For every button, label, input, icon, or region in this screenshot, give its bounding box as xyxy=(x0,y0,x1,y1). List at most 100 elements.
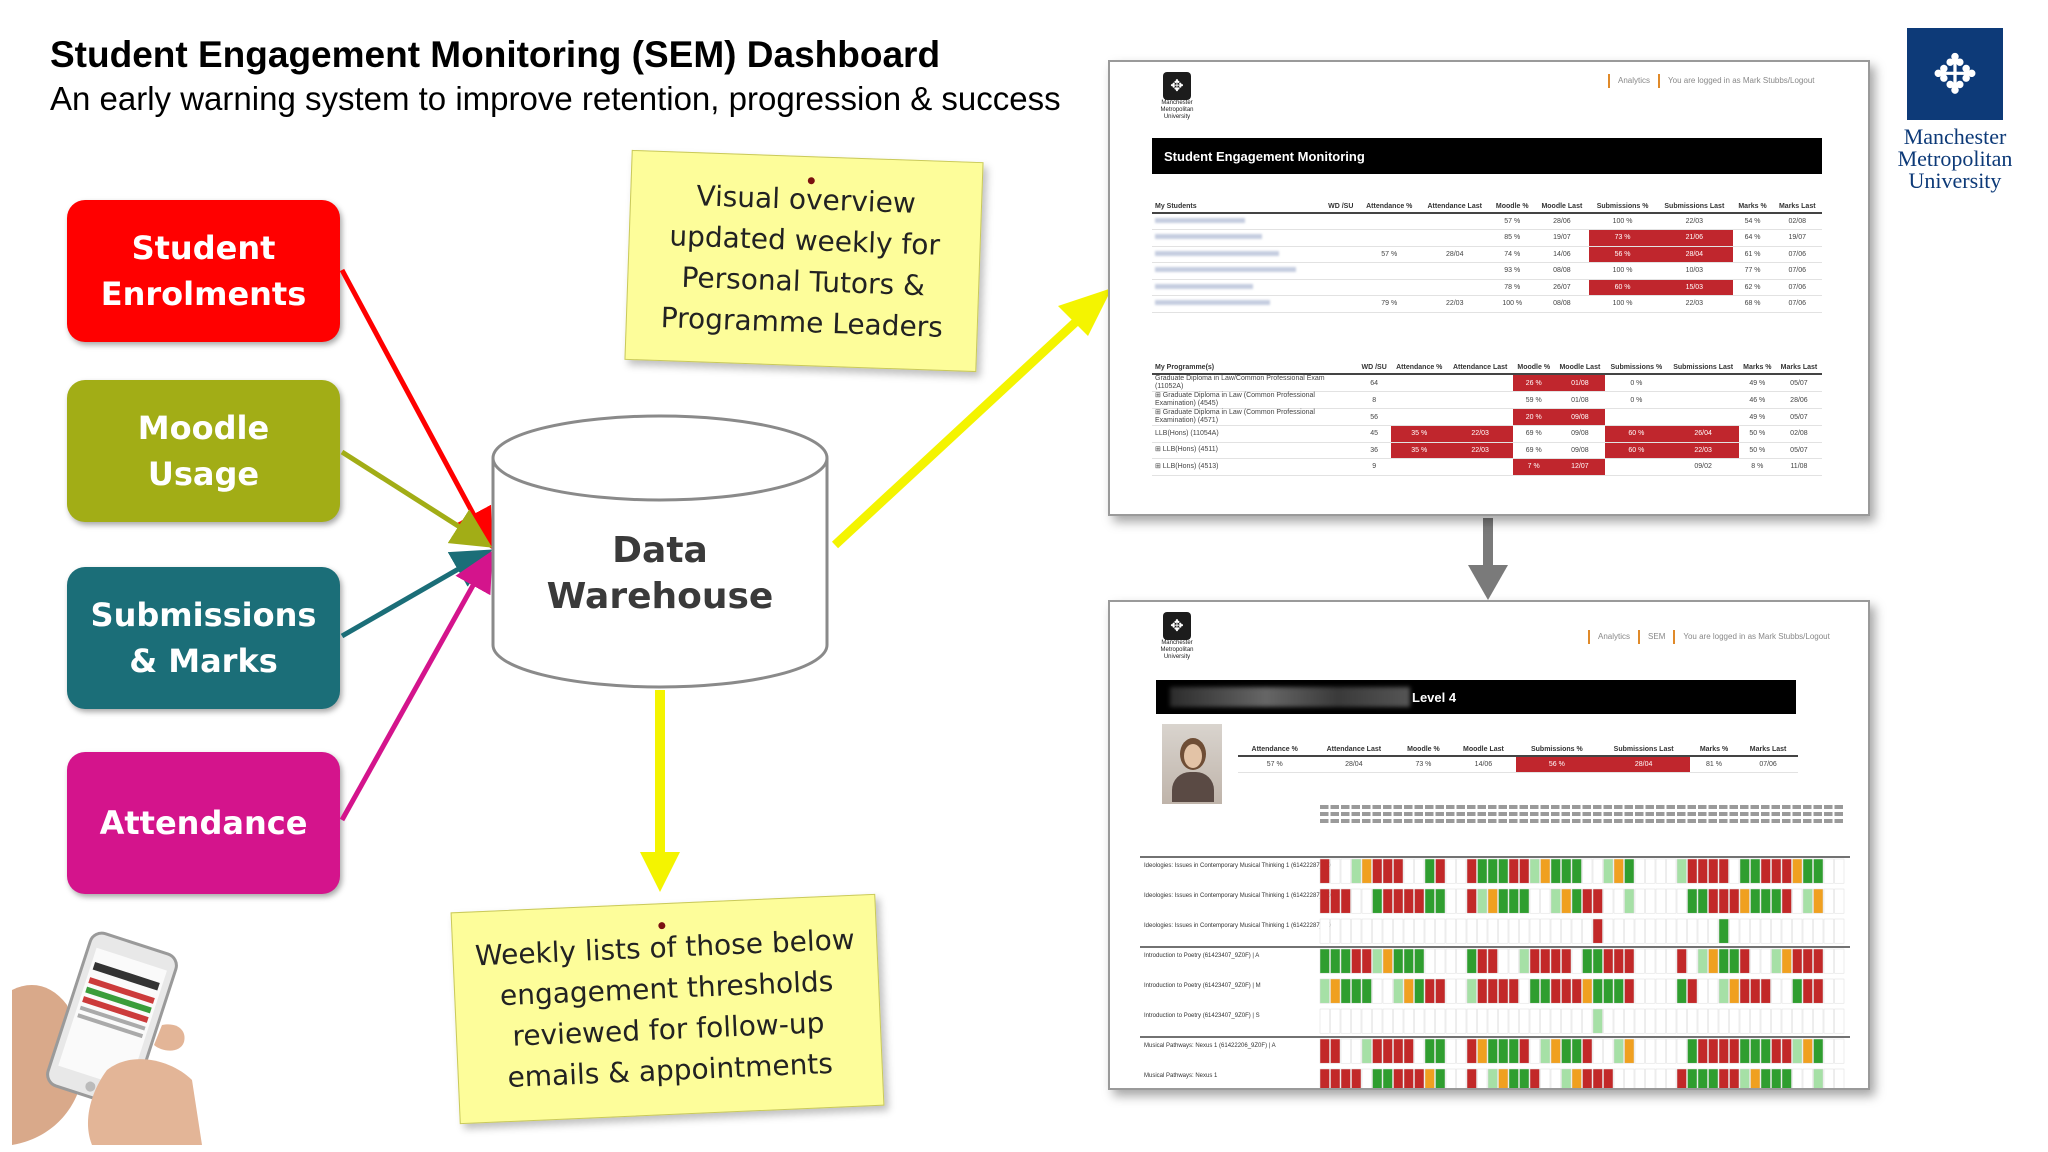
engagement-cell xyxy=(1456,1008,1467,1034)
mmu-crest-icon: ✥ xyxy=(1163,612,1191,640)
table-cell: ⊞ LLB(Hons) (4511) xyxy=(1152,442,1358,459)
engagement-cell xyxy=(1792,1008,1803,1034)
engagement-cell xyxy=(1603,978,1614,1004)
engagement-cell xyxy=(1340,1068,1351,1088)
engagement-cell xyxy=(1729,918,1740,944)
grid-header-mark xyxy=(1698,805,1707,809)
nav-sem-link[interactable]: SEM xyxy=(1648,632,1666,642)
table-cell: 26/04 xyxy=(1667,425,1739,443)
engagement-cell xyxy=(1382,978,1393,1004)
engagement-cell xyxy=(1498,858,1509,884)
table-cell: 45 xyxy=(1357,425,1392,443)
table-cell: 19/07 xyxy=(1534,229,1590,247)
engagement-cell xyxy=(1708,888,1719,914)
arrow-enrolments-to-warehouse xyxy=(339,268,493,550)
table-cell: 22/03 xyxy=(1419,295,1490,313)
table-row[interactable]: ⊞ Graduate Diploma in Law (Common Profes… xyxy=(1152,408,1822,426)
engagement-cell xyxy=(1624,918,1635,944)
table-cell: 02/08 xyxy=(1775,425,1822,443)
engagement-cell xyxy=(1624,948,1635,974)
table-cell: 07/06 xyxy=(1772,262,1822,280)
nav-login-text: You are logged in as Mark Stubbs/Logout xyxy=(1683,632,1830,642)
arrow-head-student xyxy=(1468,565,1508,600)
engagement-cell xyxy=(1634,888,1645,914)
grid-header-mark xyxy=(1666,812,1675,816)
engagement-cell xyxy=(1655,1038,1666,1064)
engagement-cell xyxy=(1760,858,1771,884)
engagement-cell xyxy=(1477,1038,1488,1064)
arrow-head-lists xyxy=(640,852,680,892)
grid-header-mark xyxy=(1803,805,1812,809)
grid-header-mark xyxy=(1404,812,1413,816)
engagement-cell xyxy=(1697,858,1708,884)
grid-header-mark xyxy=(1540,812,1549,816)
engagement-cell xyxy=(1634,918,1645,944)
table-cell: 28/04 xyxy=(1419,246,1490,263)
blurred-name xyxy=(1170,687,1410,707)
table-cell xyxy=(1419,213,1490,230)
engagement-cell xyxy=(1466,1038,1477,1064)
engagement-cell xyxy=(1561,858,1572,884)
grid-header-mark xyxy=(1320,819,1329,823)
engagement-cell xyxy=(1424,1038,1435,1064)
grid-header-mark xyxy=(1635,812,1644,816)
table-row[interactable]: ⊞ Graduate Diploma in Law (Common Profes… xyxy=(1152,391,1822,409)
engagement-cell xyxy=(1697,1008,1708,1034)
engagement-cell xyxy=(1802,1008,1813,1034)
grid-header-mark xyxy=(1740,819,1749,823)
table-row[interactable]: Graduate Diploma in Law/Common Professio… xyxy=(1152,374,1822,392)
table-cell: 05/07 xyxy=(1775,408,1822,426)
engagement-cell xyxy=(1760,1068,1771,1088)
engagement-cell xyxy=(1582,918,1593,944)
grid-header-mark xyxy=(1456,805,1465,809)
engagement-cell xyxy=(1435,1068,1446,1088)
column-header: Submissions % xyxy=(1516,730,1598,757)
engagement-cell xyxy=(1477,948,1488,974)
table-cell: 36 xyxy=(1357,442,1392,459)
university-name: Manchester Metropolitan University xyxy=(1897,124,2013,193)
table-cell: 46 % xyxy=(1738,391,1776,409)
grid-header-mark xyxy=(1656,819,1665,823)
grid-header-mark xyxy=(1498,805,1507,809)
grid-header-mark xyxy=(1824,812,1833,816)
engagement-cell xyxy=(1718,978,1729,1004)
engagement-cell xyxy=(1603,888,1614,914)
engagement-cell xyxy=(1750,888,1761,914)
engagement-cell xyxy=(1424,978,1435,1004)
grid-header-mark xyxy=(1446,819,1455,823)
grid-header-mark xyxy=(1645,812,1654,816)
engagement-cell xyxy=(1739,1038,1750,1064)
engagement-cell xyxy=(1729,858,1740,884)
grid-header-mark xyxy=(1761,805,1770,809)
engagement-cell xyxy=(1781,948,1792,974)
table-cell: 15/03 xyxy=(1656,279,1733,296)
engagement-cell xyxy=(1823,1038,1834,1064)
table-cell: 22/03 xyxy=(1447,442,1513,459)
engagement-cell xyxy=(1739,978,1750,1004)
engagement-cell xyxy=(1603,1068,1614,1088)
grid-header-mark xyxy=(1603,805,1612,809)
grid-header-mark xyxy=(1393,819,1402,823)
table-cell: 60 % xyxy=(1605,442,1668,459)
engagement-cell xyxy=(1676,978,1687,1004)
column-header: My Students xyxy=(1152,187,1323,214)
engagement-cell xyxy=(1750,1038,1761,1064)
engagement-cell xyxy=(1718,918,1729,944)
table-cell xyxy=(1419,229,1490,247)
engagement-cell xyxy=(1382,948,1393,974)
note-text: Weekly lists of those below engagement t… xyxy=(474,922,856,1095)
nav-analytics-link[interactable]: Analytics xyxy=(1598,632,1631,642)
engagement-cell xyxy=(1666,978,1677,1004)
nav-analytics-link[interactable]: Analytics xyxy=(1618,76,1651,86)
grid-header-mark xyxy=(1656,805,1665,809)
engagement-cell xyxy=(1498,1008,1509,1034)
